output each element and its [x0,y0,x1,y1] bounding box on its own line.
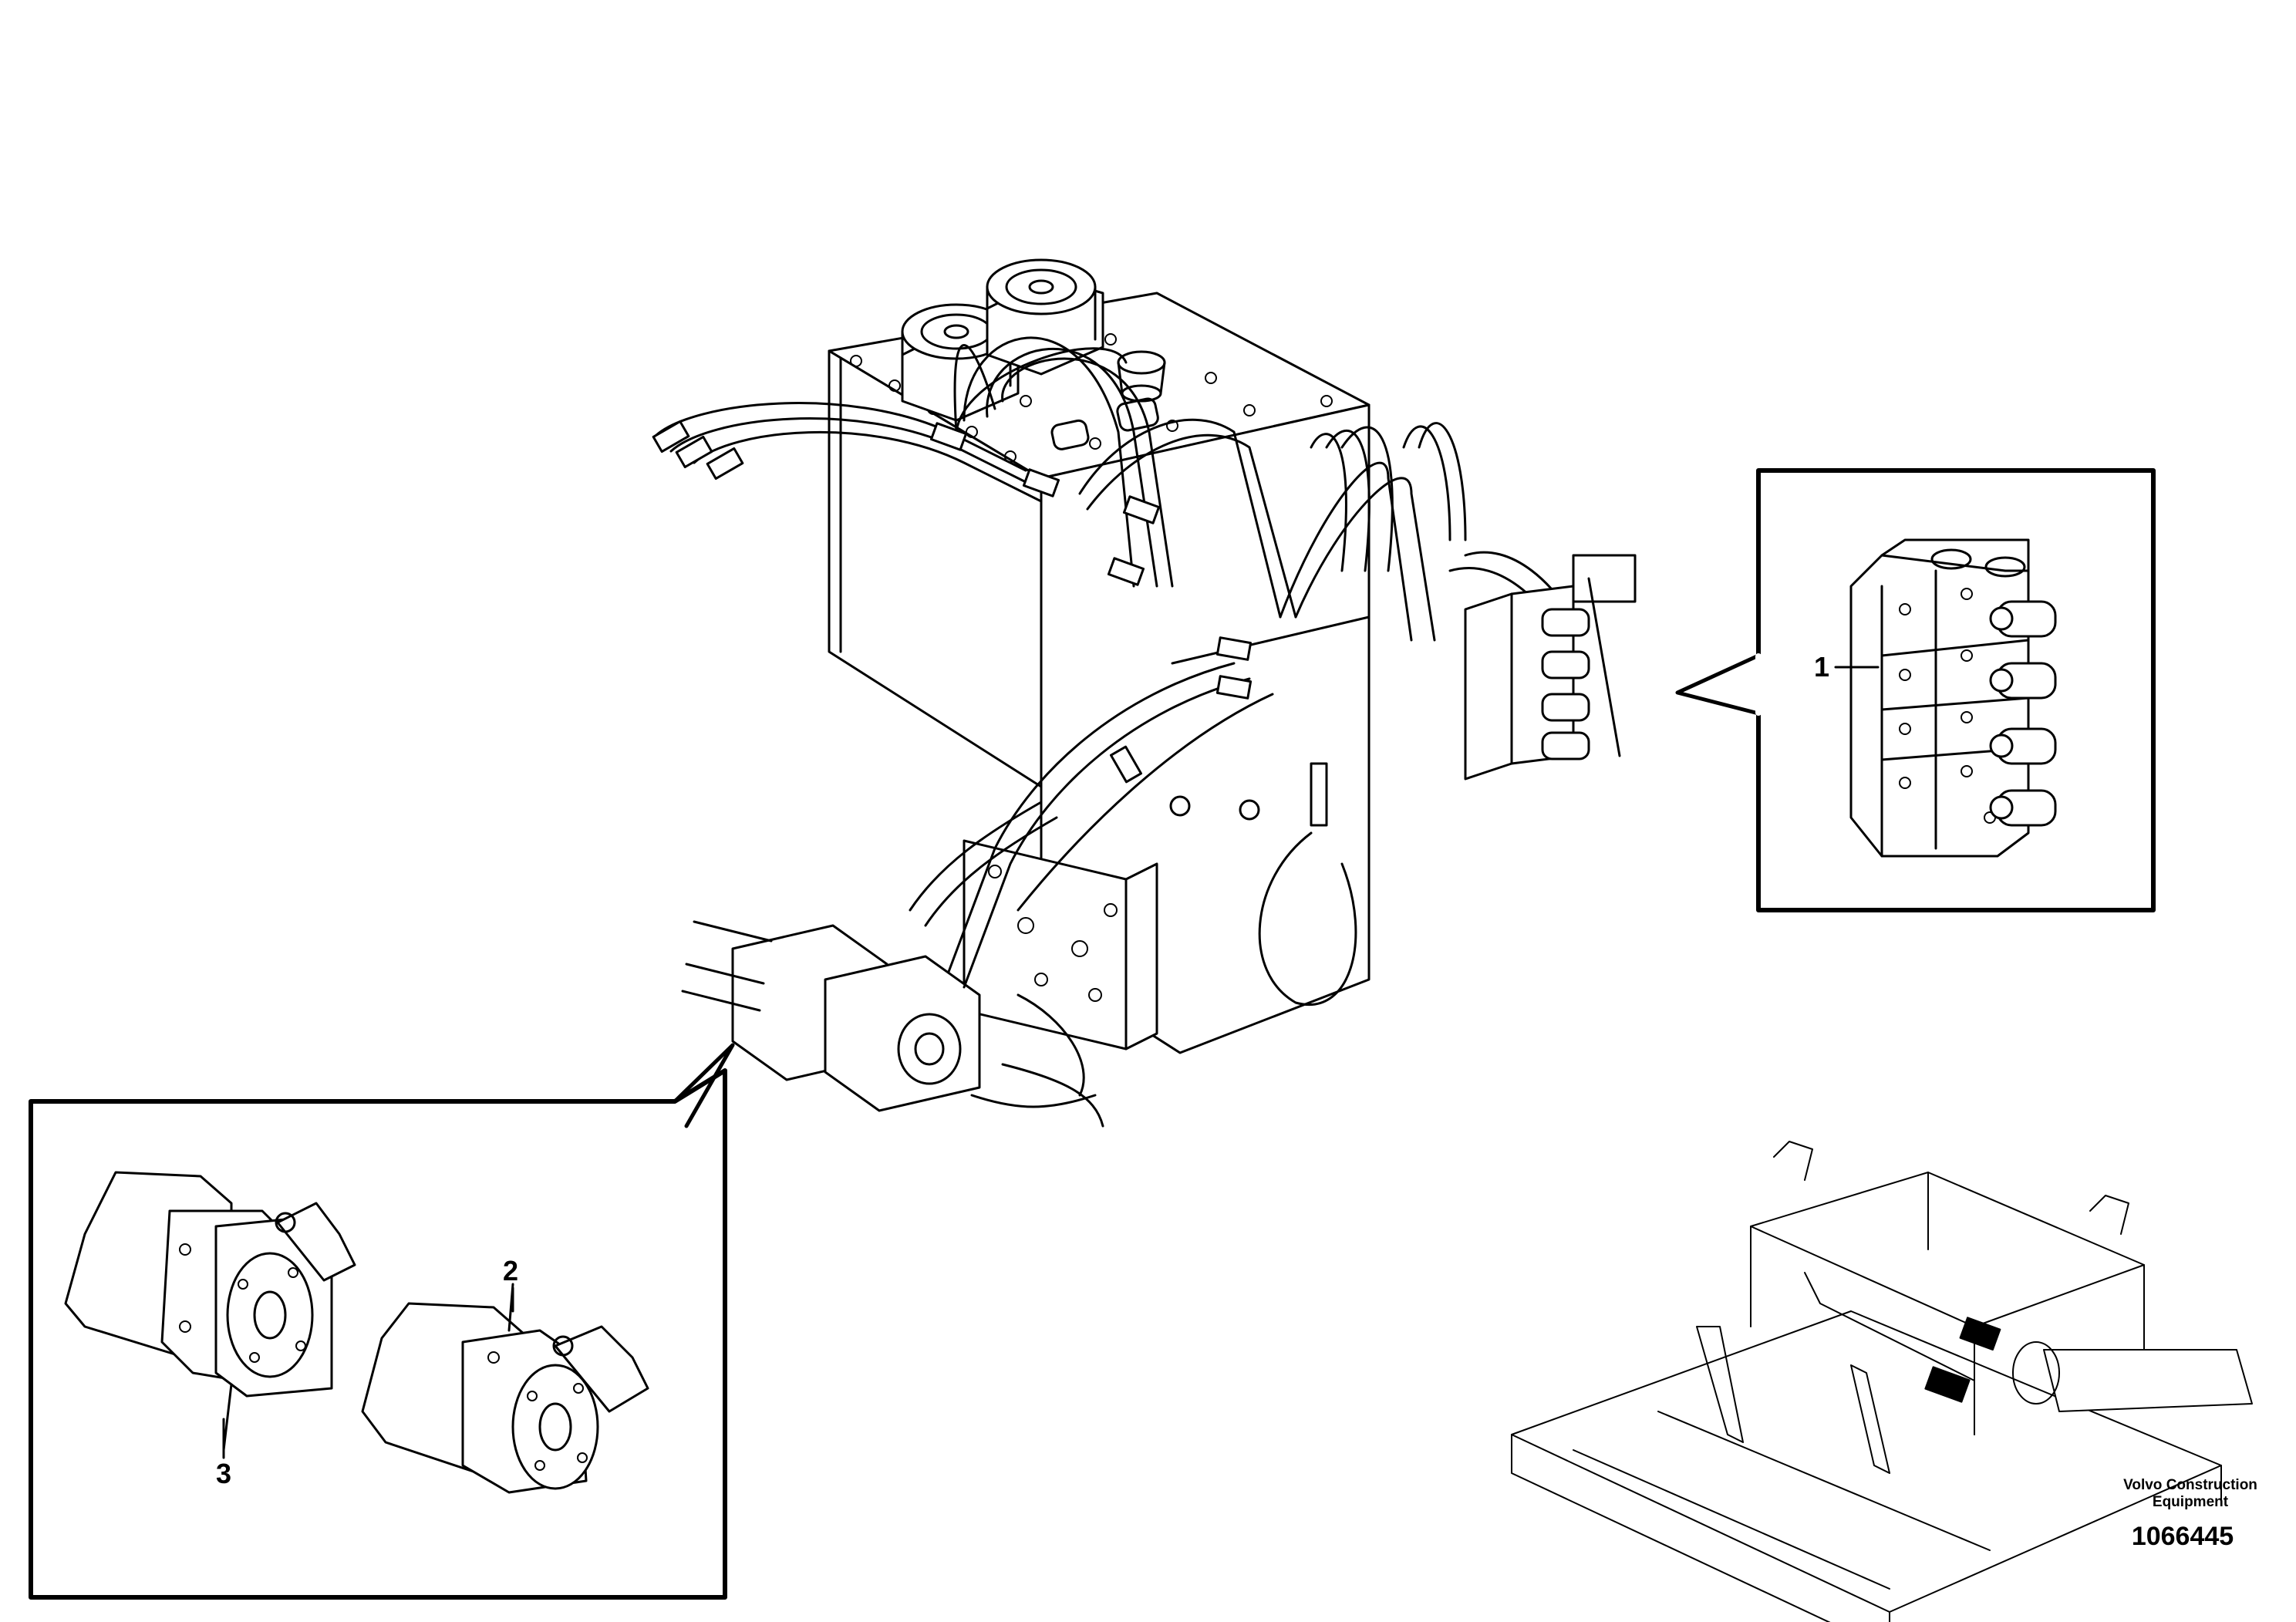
hydraulic-pump-3 [64,1171,356,1452]
callout-leaders [222,1286,514,1459]
control-valve-on-tank [1464,554,1637,781]
detail-box-valve [1675,468,2156,912]
callout-1: 1 [1814,651,1830,683]
publisher-line-2: Equipment [2152,1493,2229,1510]
highlighted-pumps-in-frame [1924,1317,2001,1403]
hydraulic-pump-2 [361,1283,649,1494]
breather-cap [1117,350,1166,403]
hose-fittings [652,420,1253,784]
machine-frame-thumbnail [1511,1141,2253,1622]
drawing-number: 1066445 [2131,1522,2234,1551]
pump-assembly-main [681,920,981,1112]
callout-2: 2 [503,1255,519,1286]
pump-manifold [963,839,1158,1050]
publisher-label: Volvo Construction Equipment [2098,1477,2283,1511]
publisher-line-1: Volvo Construction [2123,1477,2257,1493]
solenoid-coils [1989,600,2057,827]
callout-3: 3 [216,1458,232,1489]
control-valve-block [1849,538,2057,858]
hydraulic-tank-assembly [652,258,1637,1128]
detail-box-pumps [29,1043,735,1600]
